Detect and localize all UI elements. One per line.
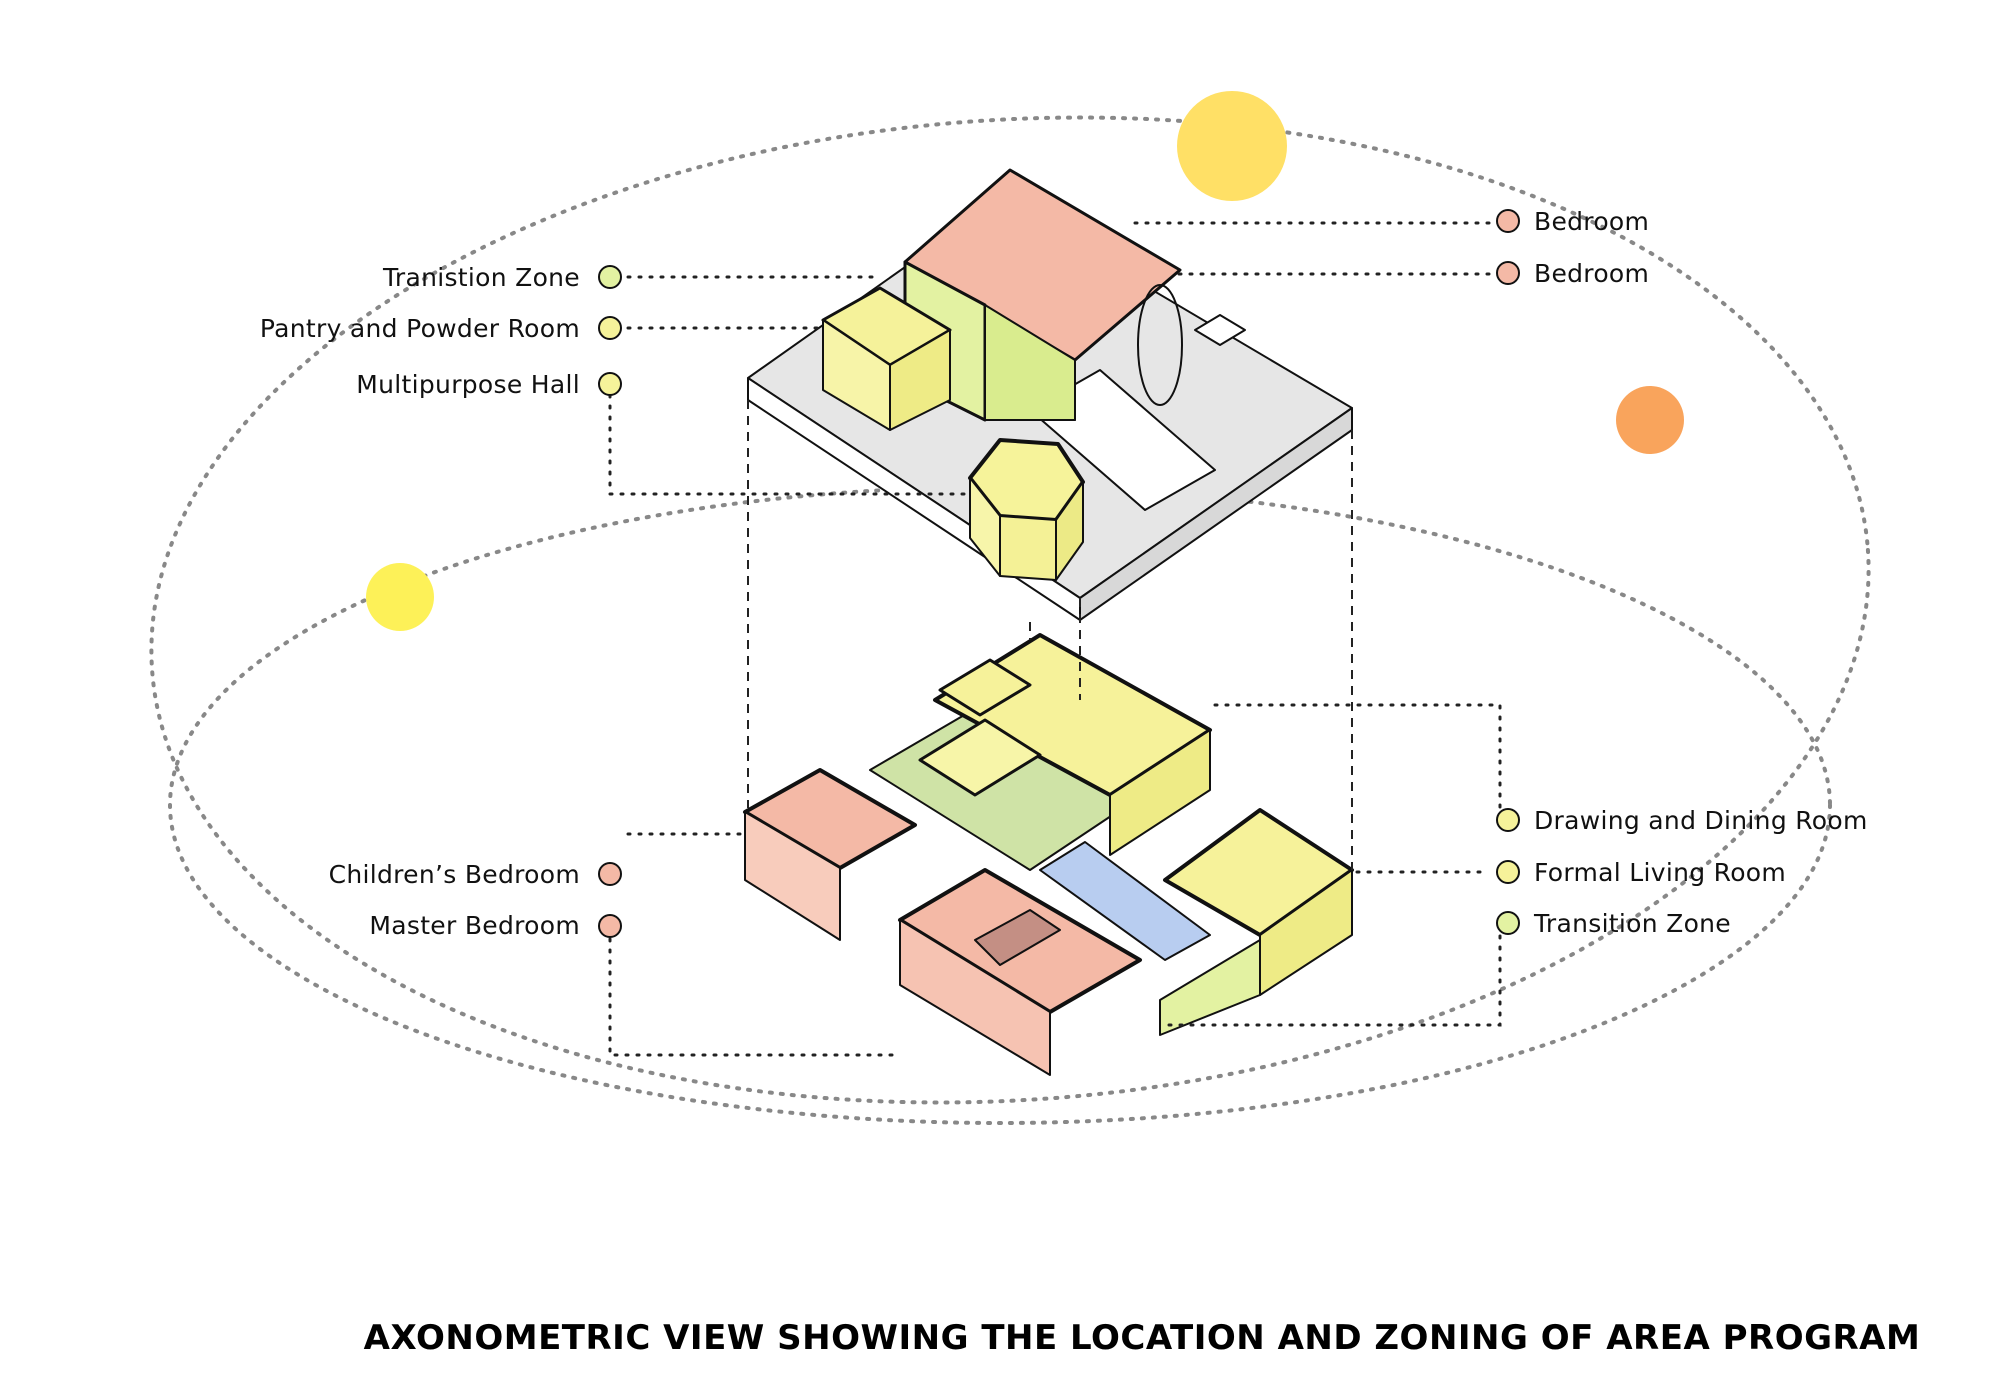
dot-childrens-bedroom bbox=[598, 862, 622, 886]
legend-label-childrens-bedroom: Children’s Bedroom bbox=[328, 860, 580, 889]
dot-transition-upper bbox=[598, 265, 622, 289]
legend-label-drawing-dining: Drawing and Dining Room bbox=[1534, 806, 1868, 835]
legend-label-transition-zone: Tranistion Zone bbox=[383, 263, 580, 292]
dot-master-bedroom bbox=[598, 914, 622, 938]
projection-lines bbox=[747, 400, 1353, 870]
leader-lines bbox=[608, 221, 1502, 1057]
sun-large-icon bbox=[1177, 91, 1287, 201]
dot-bedroom-1 bbox=[1496, 209, 1520, 233]
dot-bedroom-2 bbox=[1496, 261, 1520, 285]
diagram-title: AXONOMETRIC VIEW SHOWING THE LOCATION AN… bbox=[363, 1318, 1921, 1358]
legend-label-multipurpose-hall: Multipurpose Hall bbox=[356, 370, 580, 399]
dot-hall bbox=[598, 372, 622, 396]
legend-label-pantry: Pantry and Powder Room bbox=[259, 314, 580, 343]
sun-small-icon bbox=[366, 563, 434, 631]
dot-pantry bbox=[598, 316, 622, 340]
legend-label-transition-zone-lower: Transition Zone bbox=[1534, 909, 1731, 938]
lower-floor-plan bbox=[743, 633, 1354, 1076]
legend-label-bedroom-1: Bedroom bbox=[1534, 207, 1650, 236]
dot-drawing bbox=[1496, 808, 1520, 832]
orbit-large bbox=[149, 115, 1871, 1105]
legend-label-formal-living: Formal Living Room bbox=[1534, 858, 1787, 887]
sun-orange-icon bbox=[1616, 386, 1684, 454]
dot-transition-lower bbox=[1496, 911, 1520, 935]
dot-living bbox=[1496, 860, 1520, 884]
legend-label-master-bedroom: Master Bedroom bbox=[369, 911, 580, 940]
legend-label-bedroom-2: Bedroom bbox=[1534, 259, 1650, 288]
